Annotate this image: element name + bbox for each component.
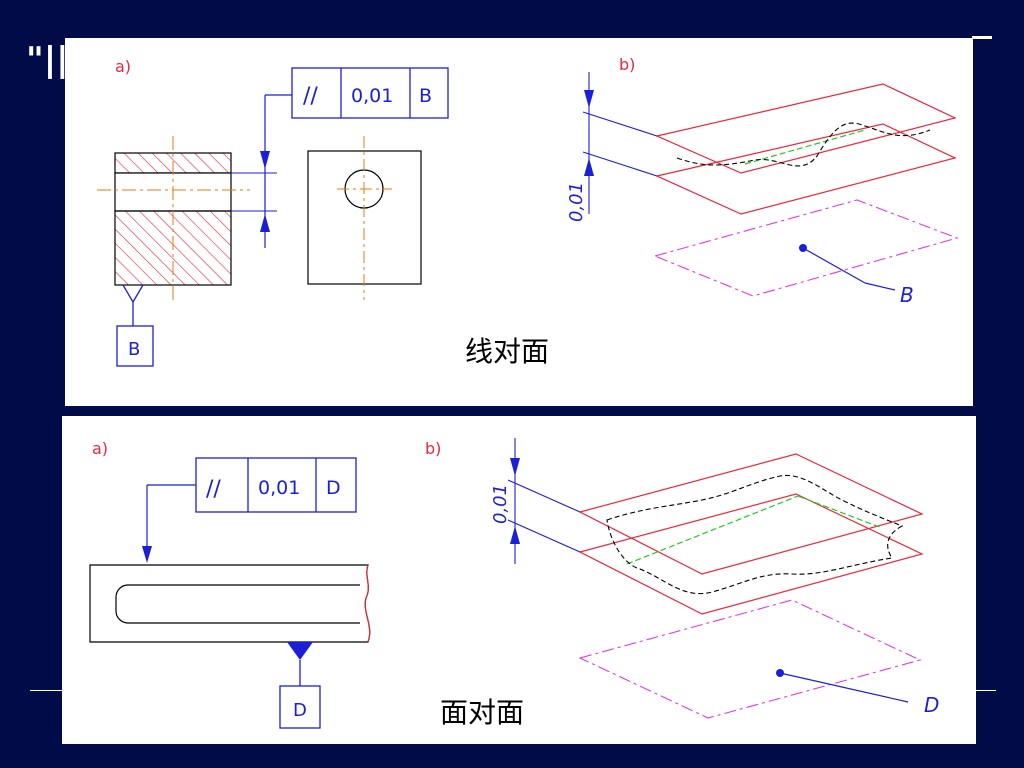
top-rule bbox=[972, 36, 992, 39]
top-part-section bbox=[97, 136, 250, 300]
top-side-view bbox=[307, 136, 422, 300]
top-datum-symbol bbox=[116, 284, 154, 367]
bottom-label-b: b) bbox=[425, 439, 441, 458]
bottom-label-a: a) bbox=[92, 439, 108, 458]
top-label-a: a) bbox=[115, 57, 131, 76]
bottom-datum-box-label: D bbox=[293, 700, 307, 721]
top-frame-tolerance: 0,01 bbox=[351, 85, 393, 107]
panel-plane-to-plane: a) // 0,01 D bbox=[62, 416, 976, 744]
bottom-frame-tolerance: 0,01 bbox=[258, 477, 300, 499]
top-datum-box-label: B bbox=[128, 339, 140, 360]
bottom-zone-planes bbox=[578, 453, 924, 719]
left-rule bbox=[30, 690, 62, 691]
top-frame-symbol: // bbox=[303, 84, 318, 109]
right-rule bbox=[976, 690, 996, 691]
bottom-frame-symbol: // bbox=[206, 477, 221, 502]
top-drawing: a) B bbox=[97, 55, 959, 367]
top-caption: 线对面 bbox=[465, 335, 550, 368]
bottom-zone-dimension bbox=[507, 438, 581, 564]
bottom-drawing: a) // 0,01 D bbox=[89, 438, 939, 729]
panel-line-to-plane: a) B bbox=[65, 38, 973, 406]
bottom-datum-symbol bbox=[279, 642, 321, 729]
slide-title-fragment: "|| bbox=[26, 40, 69, 80]
top-frame-datum: B bbox=[419, 85, 432, 107]
top-zone-dimension bbox=[582, 72, 658, 214]
bottom-frame-leader bbox=[142, 484, 196, 563]
bottom-part bbox=[89, 564, 371, 643]
bottom-zone-dim-text: 0,01 bbox=[490, 484, 511, 524]
top-datum-leader-label: B bbox=[900, 283, 914, 307]
top-zone-dim-text: 0,01 bbox=[566, 182, 587, 222]
top-tolerance-leader bbox=[231, 94, 292, 248]
top-zone-planes bbox=[653, 83, 959, 297]
bottom-datum-leader-label: D bbox=[924, 693, 939, 717]
bottom-frame-datum: D bbox=[326, 477, 341, 499]
bottom-caption: 面对面 bbox=[440, 696, 525, 729]
top-feature-control-frame bbox=[291, 67, 449, 119]
top-label-b: b) bbox=[619, 55, 635, 74]
